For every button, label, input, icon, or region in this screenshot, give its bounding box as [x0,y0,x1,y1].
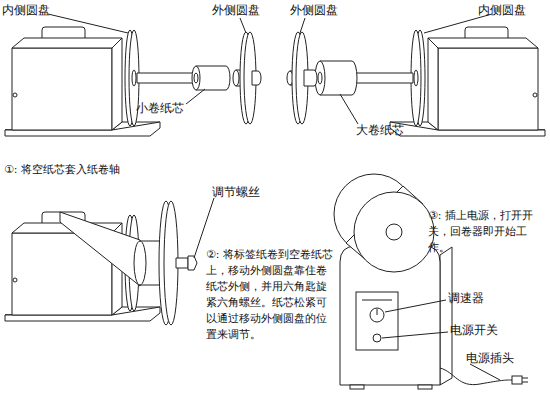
adjusting-screw [188,256,197,270]
control-panel [356,292,398,350]
part-label: 外侧圆盘 [212,2,282,19]
small-core [194,73,198,83]
part-label: 大卷纸芯 [356,122,426,139]
power-cord [440,368,528,385]
rewinder-body [465,27,508,38]
control-panel [377,309,378,315]
step-note: ②: 将标签纸卷到空卷纸芯上，移动外侧圆盘靠住卷纸芯外侧，并用六角匙旋紧六角螺丝… [206,247,334,343]
adjusting-screw [176,256,197,270]
inner-disc [132,70,136,86]
leader-line [382,300,500,380]
leader-line [186,89,205,104]
control-panel [362,300,392,301]
part-label: 电源插头 [466,350,546,367]
power-cord [512,376,522,384]
power-cord [522,378,528,379]
rewinder-body [13,278,17,282]
part-label: 内侧圆盘 [2,2,72,19]
outer-disc [252,71,261,85]
roll-cylinder [354,192,434,272]
rewinder-body [42,27,85,38]
part-label: 外侧圆盘 [290,2,360,19]
small-core [196,66,230,90]
leader-line [340,94,358,124]
small-core [192,66,200,90]
control-panel [356,292,398,350]
leader-line [470,364,500,380]
part-label: 小卷纸芯 [136,100,196,117]
rewinder-front [440,247,452,385]
control-panel [370,308,384,322]
control-panel [373,334,381,342]
power-cord [440,368,512,385]
outer-disc [233,70,239,86]
rewinder-body [438,48,538,130]
rewinder-body [112,38,122,130]
adjusting-screw [176,258,188,268]
leader-line [300,18,305,33]
leader-line [240,18,246,33]
rewinder-front [350,385,364,389]
rewinder-body [12,38,122,48]
rewinder-body [12,48,112,130]
rewinder-body [13,93,17,97]
large-core [318,72,322,84]
outer-disc [159,201,178,325]
leader-line [48,14,492,124]
large-core [320,61,357,95]
small-core [192,66,230,90]
rewinder-body [352,27,545,136]
part-label: 调速器 [448,290,518,307]
spool-shaft [137,73,208,83]
spool-shaft [137,73,208,83]
step-note: ①: 将空纸芯套入纸卷轴 [4,162,204,178]
leader-line [48,14,128,33]
rewinder-body [428,38,438,130]
roll-cylinder [334,174,434,272]
rewinder-body [414,70,418,86]
outer-disc [287,32,317,124]
rewinder-body [533,93,537,97]
rewinder-body [428,38,538,48]
step-note: ③: 插上电源，打开开关，回卷器即开始工作。 [428,208,546,256]
label-roll [60,212,140,286]
power-cord [522,382,528,383]
rewinder-body [5,212,160,321]
outer-disc [304,70,317,86]
part-label: 调节螺丝 [212,184,292,201]
label-roll [134,241,146,285]
part-label: 内侧圆盘 [478,2,548,19]
label-roll [60,212,172,286]
part-label: 电源开关 [450,322,530,339]
leader-line [385,300,446,312]
rewinder-front [418,385,432,389]
large-core [315,61,357,95]
leader-line [382,332,448,338]
outer-disc [233,32,261,124]
rewinder-body [352,73,413,83]
roll-cylinder [386,224,402,240]
